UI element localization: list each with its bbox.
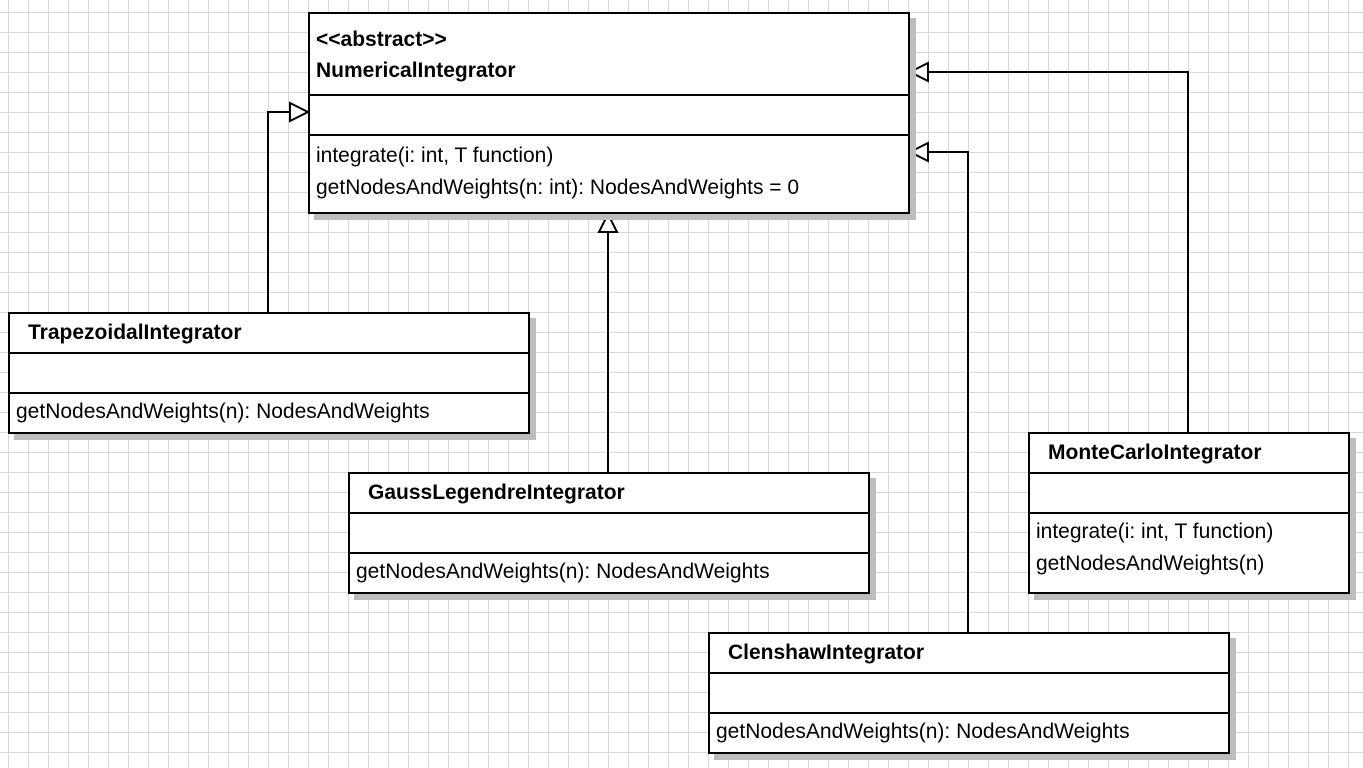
operation: integrate(i: int, T function) [316, 144, 554, 167]
attributes-compartment [1030, 474, 1348, 514]
class-name: GaussLegendreIntegrator [350, 474, 868, 514]
class-name: NumericalIntegrator [316, 59, 516, 82]
class-name: ClenshawIntegrator [710, 634, 1228, 674]
attributes-compartment [350, 514, 868, 554]
class-name: TrapezoidalIntegrator [10, 314, 528, 354]
operation: integrate(i: int, T function) [1036, 520, 1274, 543]
operation: getNodesAndWeights(n: int): NodesAndWeig… [316, 176, 800, 199]
stereotype-label: <<abstract>> [316, 28, 447, 51]
edge-trapezoidal-to-numerical[interactable] [267, 111, 290, 312]
edge-clenshaw-to-numerical[interactable] [928, 151, 969, 632]
class-name-compartment: <<abstract>> NumericalIntegrator [310, 14, 908, 96]
class-clenshaw-integrator[interactable]: ClenshawIntegrator getNodesAndWeights(n)… [708, 632, 1230, 754]
operations-compartment: getNodesAndWeights(n): NodesAndWeights [350, 554, 868, 588]
class-gauss-legendre-integrator[interactable]: GaussLegendreIntegrator getNodesAndWeigh… [348, 472, 870, 594]
class-numerical-integrator[interactable]: <<abstract>> NumericalIntegrator integra… [308, 12, 910, 214]
operations-compartment: getNodesAndWeights(n): NodesAndWeights [10, 394, 528, 428]
class-trapezoidal-integrator[interactable]: TrapezoidalIntegrator getNodesAndWeights… [8, 312, 530, 434]
operation: getNodesAndWeights(n): NodesAndWeights [16, 400, 430, 423]
attributes-compartment [310, 96, 908, 136]
montecarlo-generalization-arrowhead [907, 61, 929, 83]
operation: getNodesAndWeights(n): NodesAndWeights [356, 560, 770, 583]
attributes-compartment [10, 354, 528, 394]
class-monte-carlo-integrator[interactable]: MonteCarloIntegrator integrate(i: int, T… [1028, 432, 1350, 594]
operations-compartment: integrate(i: int, T function) getNodesAn… [310, 136, 908, 204]
gauss-generalization-arrowhead [597, 211, 619, 233]
trapezoidal-generalization-arrowhead [289, 101, 311, 123]
edge-montecarlo-to-numerical[interactable] [928, 71, 1189, 432]
attributes-compartment [710, 674, 1228, 714]
operations-compartment: integrate(i: int, T function) getNodesAn… [1030, 514, 1348, 580]
operation: getNodesAndWeights(n): NodesAndWeights [716, 720, 1130, 743]
operation: getNodesAndWeights(n) [1036, 552, 1265, 575]
clenshaw-generalization-arrowhead [907, 141, 929, 163]
class-name: MonteCarloIntegrator [1030, 434, 1348, 474]
operations-compartment: getNodesAndWeights(n): NodesAndWeights [710, 714, 1228, 748]
